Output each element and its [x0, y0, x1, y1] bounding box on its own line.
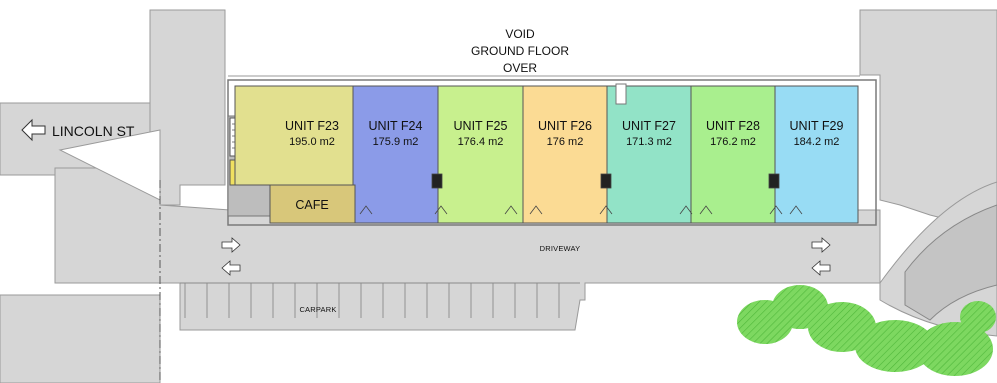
unit-name-label: UNIT F25: [454, 119, 508, 133]
void-label-line1: VOID: [505, 27, 535, 41]
unit-name-label: UNIT F27: [622, 119, 676, 133]
unit-f28[interactable]: [690, 85, 776, 224]
unit-f26[interactable]: [522, 85, 608, 224]
unit-name-label: UNIT F23: [285, 119, 339, 133]
unit-area-label: 175.9 m2: [373, 136, 419, 148]
void-label-line3: OVER: [503, 61, 537, 75]
unit-area-label: 176.2 m2: [710, 136, 756, 148]
units-layer: UNIT F23 195.0 m2 UNIT F24 175.9 m2 UNIT F25…: [234, 85, 859, 224]
driveway-area: [54, 167, 881, 331]
unit-name-label: UNIT F26: [538, 119, 592, 133]
door-fixtures: [359, 173, 803, 215]
unit-area-label: 176.4 m2: [458, 136, 504, 148]
curved-ramp: [904, 204, 997, 321]
unit-area-label: 171.3 m2: [626, 136, 672, 148]
arrow-left-icon: [811, 260, 831, 276]
unit-f29[interactable]: [774, 85, 859, 224]
unit-area-label: 184.2 m2: [794, 136, 840, 148]
column-notch: [615, 83, 627, 105]
cafe-area[interactable]: [269, 184, 356, 224]
cafe-label: CAFE: [295, 198, 328, 212]
right-top-block: [859, 9, 997, 233]
arrow-right-icon: [811, 237, 831, 253]
unit-name-label: UNIT F29: [790, 119, 844, 133]
driveway-label: DRIVEWAY: [540, 244, 581, 253]
left-lower-block: [0, 294, 161, 383]
arrow-left-icon: [21, 118, 46, 142]
driveway-arrows: [221, 237, 831, 276]
carpark-label: CARPARK: [299, 305, 336, 314]
tree-cluster: [855, 320, 935, 372]
arrow-right-icon: [221, 237, 241, 253]
void-label-line2: GROUND FLOOR: [471, 44, 569, 58]
unit-f25[interactable]: [437, 85, 524, 224]
tree-cluster: [960, 301, 996, 333]
unit-area-label: 176 m2: [547, 136, 584, 148]
carpark-stalls: [180, 282, 580, 318]
unit-name-label: UNIT F24: [369, 119, 423, 133]
left-building-block: [149, 9, 226, 206]
unit-f24[interactable]: [352, 85, 439, 224]
tree-cluster: [917, 322, 993, 376]
unit-f27[interactable]: [606, 85, 692, 224]
traffic-island: [58, 129, 161, 201]
unit-area-label: 195.0 m2: [289, 136, 335, 148]
unit-f23[interactable]: [234, 85, 354, 186]
road-network: [0, 9, 997, 383]
lincoln-st-marker: [21, 118, 46, 142]
landscape-trees: [737, 285, 996, 376]
unit-name-label: UNIT F28: [706, 119, 760, 133]
arrow-left-icon: [221, 260, 241, 276]
street-label: LINCOLN ST: [52, 123, 135, 139]
